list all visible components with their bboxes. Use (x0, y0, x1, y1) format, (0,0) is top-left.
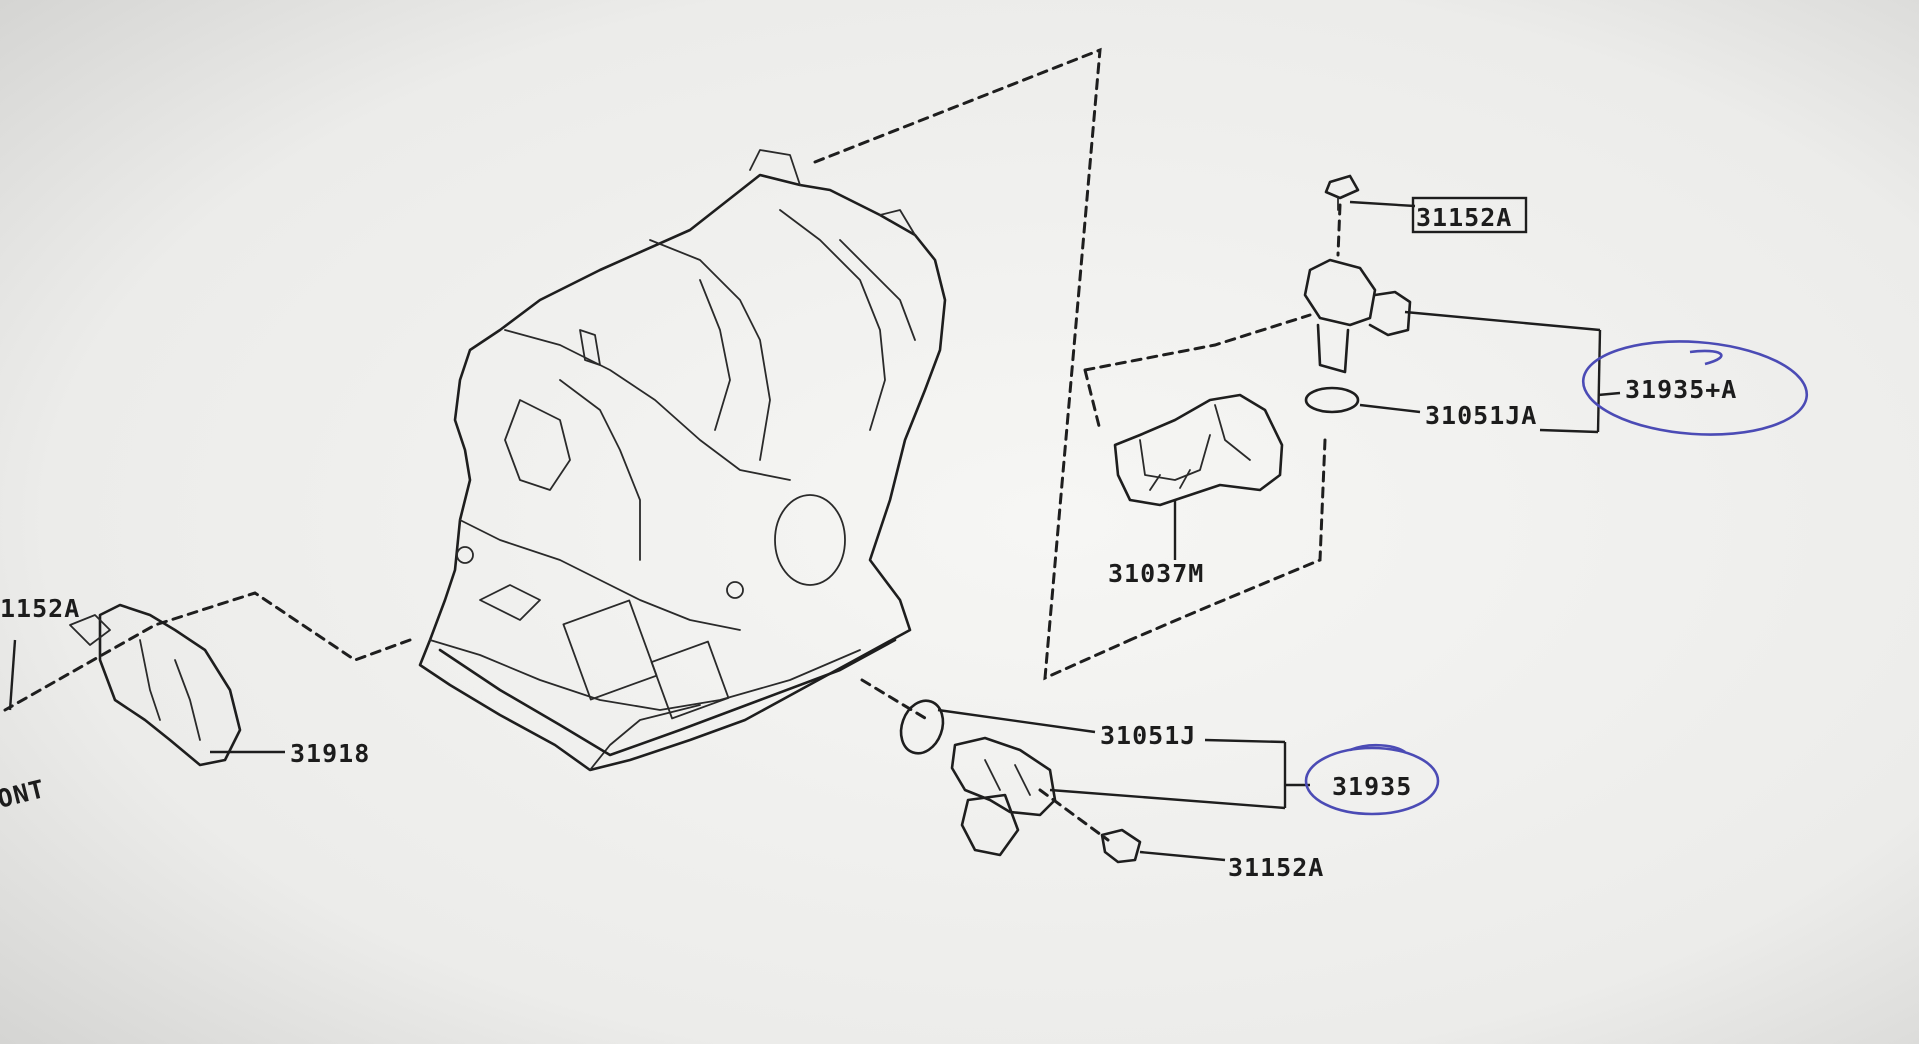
dashed-bolt-top-shaft (1336, 203, 1342, 257)
label-o-ring-top: 31051JA (1425, 401, 1537, 430)
handwritten-circle-top (1581, 340, 1809, 436)
label-left-sensor: 31918 (290, 739, 370, 768)
speed-sensor-bottom: 31935 (950, 736, 1440, 857)
label-sensor-assembly-top: 31935+A (1625, 375, 1737, 404)
speed-sensor-top: 31935+A (1303, 258, 1809, 436)
dashed-leader-bottom (860, 678, 927, 720)
o-ring-top: 31051JA (1304, 386, 1599, 434)
label-bolt-bottom: 31152A (1228, 853, 1324, 882)
label-bolt-top: 31152A (1416, 203, 1512, 232)
label-bolt-left: 1152A (0, 594, 80, 623)
transmission-case (418, 149, 947, 772)
bracket-part: 31037M (1108, 393, 1284, 588)
dashed-leader-bolt-bottom (1038, 788, 1110, 842)
label-sensor-bottom: 31935 (1332, 772, 1412, 801)
dashed-boundary-upper (813, 47, 1132, 681)
left-edge-text: ONT (0, 774, 48, 814)
left-sensor-part: 1152A 31918 ONT (0, 594, 370, 814)
label-o-ring-bottom: 31051J (1100, 721, 1196, 750)
handwritten-circle-bottom (1304, 746, 1440, 816)
bolt-top: 31152A (1324, 174, 1528, 234)
dashed-leader-left (3, 591, 412, 712)
label-bracket: 31037M (1108, 559, 1204, 588)
o-ring-bottom: 31051J (899, 699, 1287, 808)
dashed-boundary-inner (1083, 313, 1327, 642)
bolt-bottom: 31152A (1100, 828, 1324, 882)
